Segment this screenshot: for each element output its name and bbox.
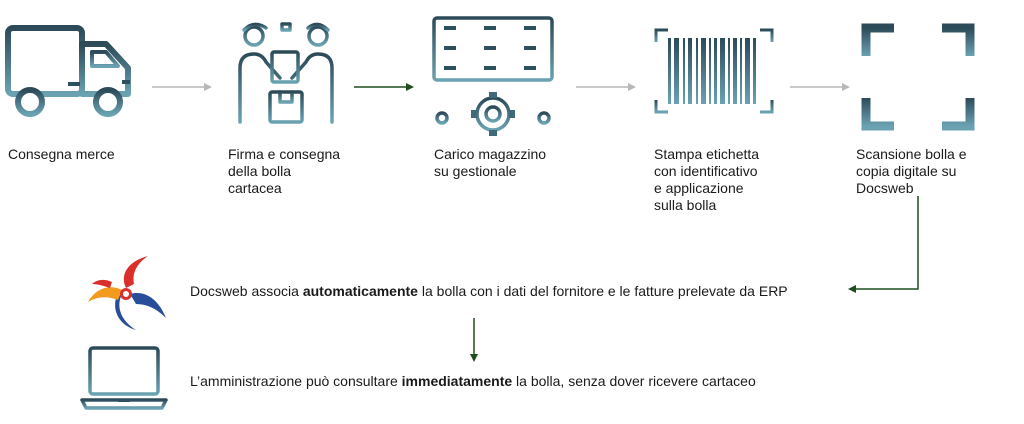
- handover-icon: [238, 22, 334, 124]
- step-label-warehouse: Carico magazzino su gestionale: [434, 146, 547, 179]
- arrow-associate-to-consult: [470, 318, 478, 362]
- truck-icon: [5, 25, 131, 117]
- server-gear-icon: [432, 16, 554, 136]
- outcome-consult-text: L’amministrazione può consultare immedia…: [190, 373, 756, 389]
- connector-scan-to-associate: [848, 196, 919, 293]
- outcome-consult-bold: immediatamente: [401, 373, 513, 389]
- arrow-label-to-scan: [790, 83, 850, 91]
- step-label-label: Stampa etichetta con identificativo e ap…: [654, 146, 760, 213]
- barcode-icon: [654, 28, 774, 114]
- arrow-signature-to-warehouse: [354, 83, 414, 91]
- laptop-icon: [80, 346, 168, 410]
- step-label-scan: Scansione bolla e copia digitale su Docs…: [856, 146, 967, 196]
- docsweb-logo-icon: [88, 256, 166, 330]
- arrow-delivery-to-signature: [152, 83, 212, 91]
- step-label-delivery: Consegna merce: [8, 146, 115, 162]
- arrow-warehouse-to-label: [576, 83, 636, 91]
- scan-frame-icon: [861, 23, 975, 131]
- step-label-signature: Firma e consegna della bolla cartacea: [228, 146, 341, 196]
- outcome-associate-text: Docsweb associa automaticamente la bolla…: [190, 283, 788, 299]
- outcome-associate-bold: automaticamente: [302, 283, 418, 299]
